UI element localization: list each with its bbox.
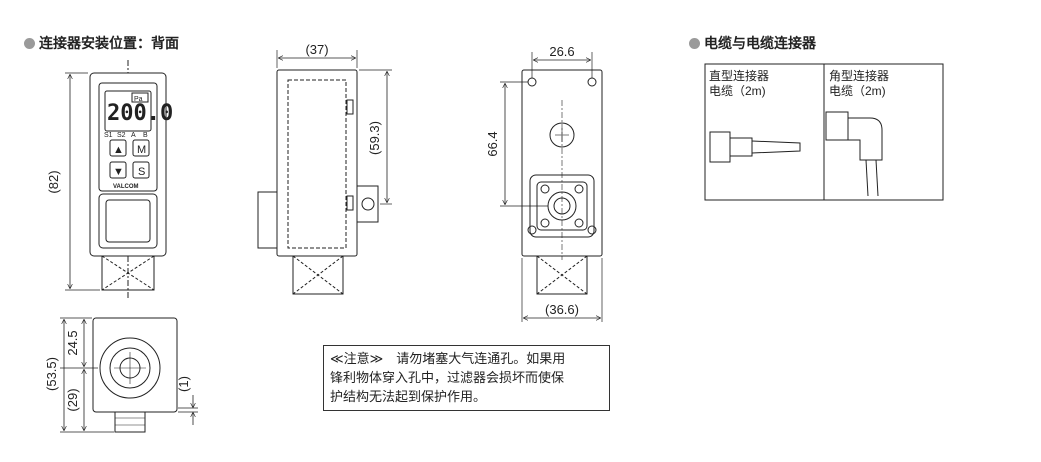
up-arrow-icon: ▲: [113, 144, 124, 156]
up-button[interactable]: [109, 139, 127, 157]
straight-connector-shape: [709, 131, 731, 163]
unit-badge-box: [131, 92, 149, 103]
indicator-a: A: [131, 132, 136, 139]
mounting-heading: 连接器安装位置：背面: [24, 33, 179, 53]
brand-logo: VALCOM: [113, 184, 139, 190]
dim-back-port-height: 66.4: [485, 131, 500, 156]
back-view: [500, 52, 603, 322]
straight-connector-title: 直型连接器: [709, 69, 770, 83]
angled-connector-label: 角型连接器 电缆（2m): [829, 69, 889, 99]
bullet-icon: [689, 37, 700, 49]
side-view: [257, 50, 392, 295]
indicator-s1: S1: [104, 132, 113, 139]
bullet-icon: [24, 37, 35, 49]
cable-panel: [704, 63, 944, 201]
top-view: [60, 317, 198, 433]
dim-side-port: (59.3): [367, 121, 382, 155]
straight-connector-label: 直型连接器 电缆（2m): [709, 69, 769, 99]
indicator-b: B: [143, 132, 148, 139]
notice-line-2: 锋利物体穿入孔中，过滤器会损坏而使保: [330, 370, 565, 385]
dim-back-bottom-width: (36.6): [545, 302, 579, 317]
set-label: S: [138, 166, 145, 178]
dim-top-upper: 24.5: [65, 330, 80, 355]
angled-connector-title: 角型连接器: [829, 69, 890, 83]
dim-front-height: (82): [46, 170, 61, 193]
mounting-heading-text: 连接器安装位置：背面: [39, 35, 179, 51]
dim-top-small: (1): [176, 376, 191, 392]
display-value: 200.0: [107, 101, 173, 126]
angled-connector-shape: [825, 111, 849, 141]
down-arrow-icon: ▼: [113, 166, 124, 178]
notice-line-3: 护结构无法起到保护作用。: [330, 389, 487, 404]
set-button[interactable]: [132, 161, 150, 179]
cables-heading: 电缆与电缆连接器: [689, 33, 816, 53]
front-view: [65, 60, 167, 300]
notice-box: ≪注意≫ 请勿堵塞大气连通孔。如果用 锋利物体穿入孔中，过滤器会损坏而使保 护结…: [323, 345, 610, 411]
dim-side-width: (37): [305, 42, 328, 57]
down-button[interactable]: [109, 161, 127, 179]
mode-label: M: [137, 144, 146, 156]
straight-cable-length: 电缆（2m): [709, 84, 766, 98]
dim-back-top-width: 26.6: [549, 44, 574, 59]
dim-top-total: (53.5): [44, 357, 59, 391]
dim-top-lower: (29): [65, 388, 80, 411]
mode-button[interactable]: [132, 139, 150, 157]
angled-cable-length: 电缆（2m): [829, 84, 886, 98]
unit-badge: Pa: [134, 96, 143, 103]
indicator-s2: S2: [117, 132, 126, 139]
notice-line-1: ≪注意≫ 请勿堵塞大气连通孔。如果用: [330, 351, 566, 366]
cables-heading-text: 电缆与电缆连接器: [704, 35, 816, 51]
